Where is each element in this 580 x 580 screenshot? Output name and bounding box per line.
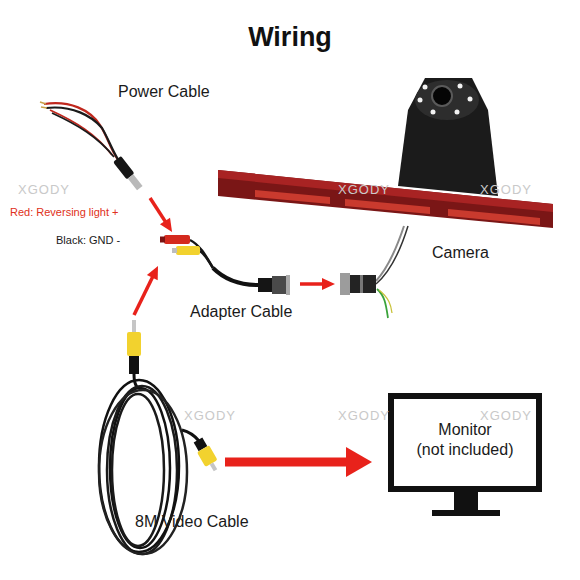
red-arrow bbox=[134, 266, 158, 315]
camera-wire bbox=[376, 226, 408, 284]
node-label: Monitor (not included) bbox=[417, 421, 514, 458]
arrow-shaft bbox=[134, 277, 153, 315]
arrow-shaft bbox=[300, 282, 323, 286]
camera-node: Camera bbox=[335, 232, 520, 305]
ir-led bbox=[455, 110, 460, 115]
watermark: XGODY bbox=[184, 407, 236, 424]
dc-socket bbox=[164, 235, 190, 244]
diagram-title: Wiring bbox=[0, 20, 580, 54]
camera-art bbox=[218, 78, 553, 318]
light-segment bbox=[345, 199, 430, 214]
wrap-spacer bbox=[405, 420, 428, 440]
red-arrow bbox=[300, 278, 335, 290]
light-segment bbox=[448, 209, 540, 225]
arrow-head bbox=[147, 266, 158, 280]
red-arrow bbox=[150, 198, 172, 232]
rca-pin bbox=[132, 320, 136, 332]
aviation-plug bbox=[258, 278, 272, 292]
plug-tip bbox=[128, 174, 143, 190]
ground-wire bbox=[379, 290, 392, 313]
adapter-cable-art bbox=[160, 235, 290, 295]
aviation-socket-ring bbox=[340, 273, 350, 295]
video-wire bbox=[182, 430, 199, 441]
monitor-base bbox=[432, 510, 500, 516]
aviation-plug-nut bbox=[272, 276, 288, 294]
watermark: XGODY bbox=[480, 181, 532, 198]
rca-pin bbox=[210, 462, 217, 471]
ir-led bbox=[418, 98, 423, 103]
arrow-head bbox=[160, 218, 172, 232]
rca-plug-end bbox=[192, 437, 222, 474]
wire-note: Red: Reversing light + bbox=[10, 205, 119, 220]
monitor-screen bbox=[391, 396, 539, 489]
brake-light-bar bbox=[218, 170, 553, 228]
adapter-cable bbox=[213, 268, 258, 285]
arrow-shaft bbox=[225, 458, 347, 467]
arrow-head bbox=[346, 447, 372, 477]
rca-plug bbox=[197, 445, 218, 467]
power-cable-node: Power Cable bbox=[30, 80, 215, 198]
red-wire bbox=[44, 103, 118, 160]
monitor-text-box: Monitor (not included) bbox=[405, 420, 525, 460]
black-wire bbox=[46, 108, 119, 161]
light-segment bbox=[255, 190, 330, 204]
node-label: Adapter Cable bbox=[190, 302, 292, 322]
video-cable-node: 8M Video Cable bbox=[90, 315, 225, 560]
watermark: XGODY bbox=[480, 407, 532, 424]
rca-plug bbox=[127, 332, 141, 356]
node-label: Power Cable bbox=[118, 82, 210, 102]
aviation-socket bbox=[350, 275, 376, 293]
aviation-socket-band bbox=[360, 275, 363, 293]
dc-plug bbox=[113, 156, 144, 191]
watermark: XGODY bbox=[338, 407, 390, 424]
power-cable-art bbox=[40, 102, 144, 191]
dc-socket-end bbox=[160, 237, 165, 243]
arrow-shaft bbox=[150, 198, 165, 222]
camera-face bbox=[415, 80, 479, 120]
rca-socket bbox=[176, 246, 200, 255]
wire-note: Black: GND - bbox=[56, 233, 120, 248]
node-label: Camera bbox=[432, 243, 489, 263]
black-wire bbox=[52, 113, 114, 157]
camera-housing bbox=[398, 78, 498, 196]
rca-boot bbox=[129, 356, 139, 374]
aviation-plug-ring bbox=[286, 275, 290, 295]
wire-tip bbox=[40, 102, 47, 108]
ir-led bbox=[458, 84, 463, 89]
rca-socket-end bbox=[172, 248, 177, 253]
ir-led bbox=[431, 110, 436, 115]
camera-lens bbox=[432, 86, 452, 106]
red-arrow bbox=[225, 447, 372, 477]
adapter-wire bbox=[200, 251, 213, 268]
arrow-head bbox=[322, 278, 335, 290]
ir-led bbox=[423, 85, 428, 90]
ir-led bbox=[468, 97, 473, 102]
monitor-stand bbox=[454, 492, 478, 510]
node-label: 8M Video Cable bbox=[135, 512, 249, 532]
camera-wire bbox=[376, 226, 404, 281]
watermark: XGODY bbox=[338, 181, 390, 198]
watermark: XGODY bbox=[18, 181, 70, 198]
adapter-cable-node: Adapter Cable bbox=[158, 232, 300, 290]
